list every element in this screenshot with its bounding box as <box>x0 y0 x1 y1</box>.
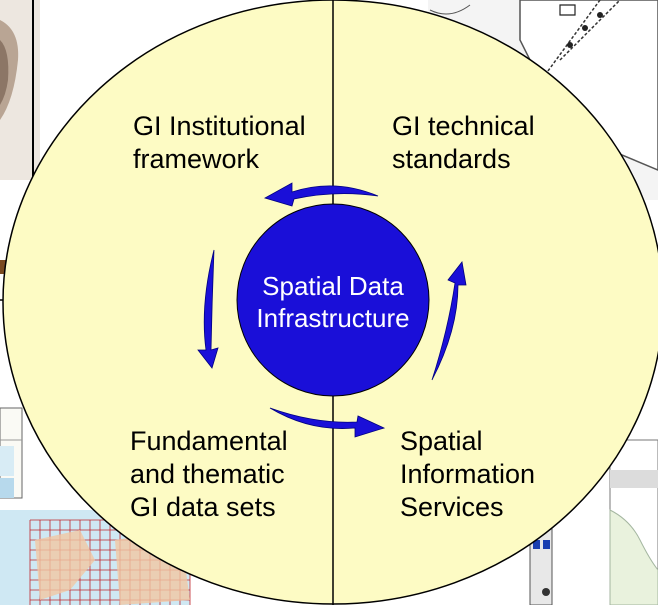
label-line: GI data sets <box>130 492 276 522</box>
label-line: and thematic <box>130 459 285 489</box>
label-line: GI Institutional <box>133 111 306 141</box>
arrow-left-down <box>197 249 219 369</box>
center-label-line: Spatial Data <box>262 271 404 301</box>
center-label-line: Infrastructure <box>256 303 410 333</box>
label-line: Services <box>400 492 504 522</box>
label-line: Fundamental <box>130 426 288 456</box>
arrow-right-up <box>431 261 467 381</box>
label-spatial-information-services: Spatial Information Services <box>400 425 535 524</box>
label-line: GI technical <box>392 111 535 141</box>
label-fundamental-thematic-gi-data-sets: Fundamental and thematic GI data sets <box>130 425 288 524</box>
background-photo-top-left <box>0 0 40 200</box>
center-label-spatial-data-infrastructure: Spatial Data Infrastructure <box>226 270 440 334</box>
inner-circle <box>236 203 430 397</box>
label-line: Spatial <box>400 426 483 456</box>
label-gi-institutional-framework: GI Institutional framework <box>133 110 306 176</box>
label-line: framework <box>133 144 260 174</box>
label-line: Information <box>400 459 536 489</box>
label-gi-technical-standards: GI technical standards <box>392 110 535 176</box>
arrow-top-left <box>263 182 379 207</box>
label-line: standards <box>392 144 511 174</box>
cycle-arrows <box>197 182 467 438</box>
arrow-bottom-right <box>269 407 386 438</box>
